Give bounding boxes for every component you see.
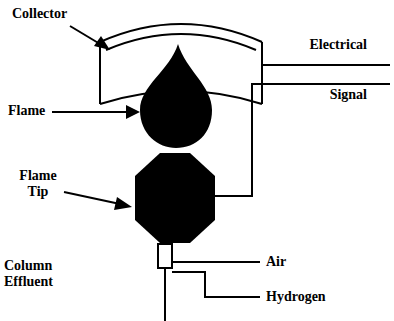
part-label: Flame [8,103,54,119]
part-label: Column Effluent [4,258,66,290]
part-label: Collector [12,6,92,22]
leader-line [64,192,120,204]
column-end [158,244,172,268]
collector-side [99,42,101,104]
part-label: Hydrogen [266,289,346,305]
flame-tip [135,153,215,243]
signal-wire [262,64,390,66]
arrow-head [114,197,132,210]
part-label: Electrical Signal [295,20,367,120]
part-label: Flame Tip [14,168,62,200]
collector-side [261,42,263,104]
arrow-head [126,105,140,119]
leader-line [52,111,128,113]
air-line [172,261,260,263]
leader-line [70,26,100,44]
part-label: Air [266,254,306,270]
collector-inner [106,34,256,50]
column-tube [164,268,166,321]
arrow-head [94,36,110,50]
hydrogen-line [172,272,260,297]
flame [140,44,212,148]
